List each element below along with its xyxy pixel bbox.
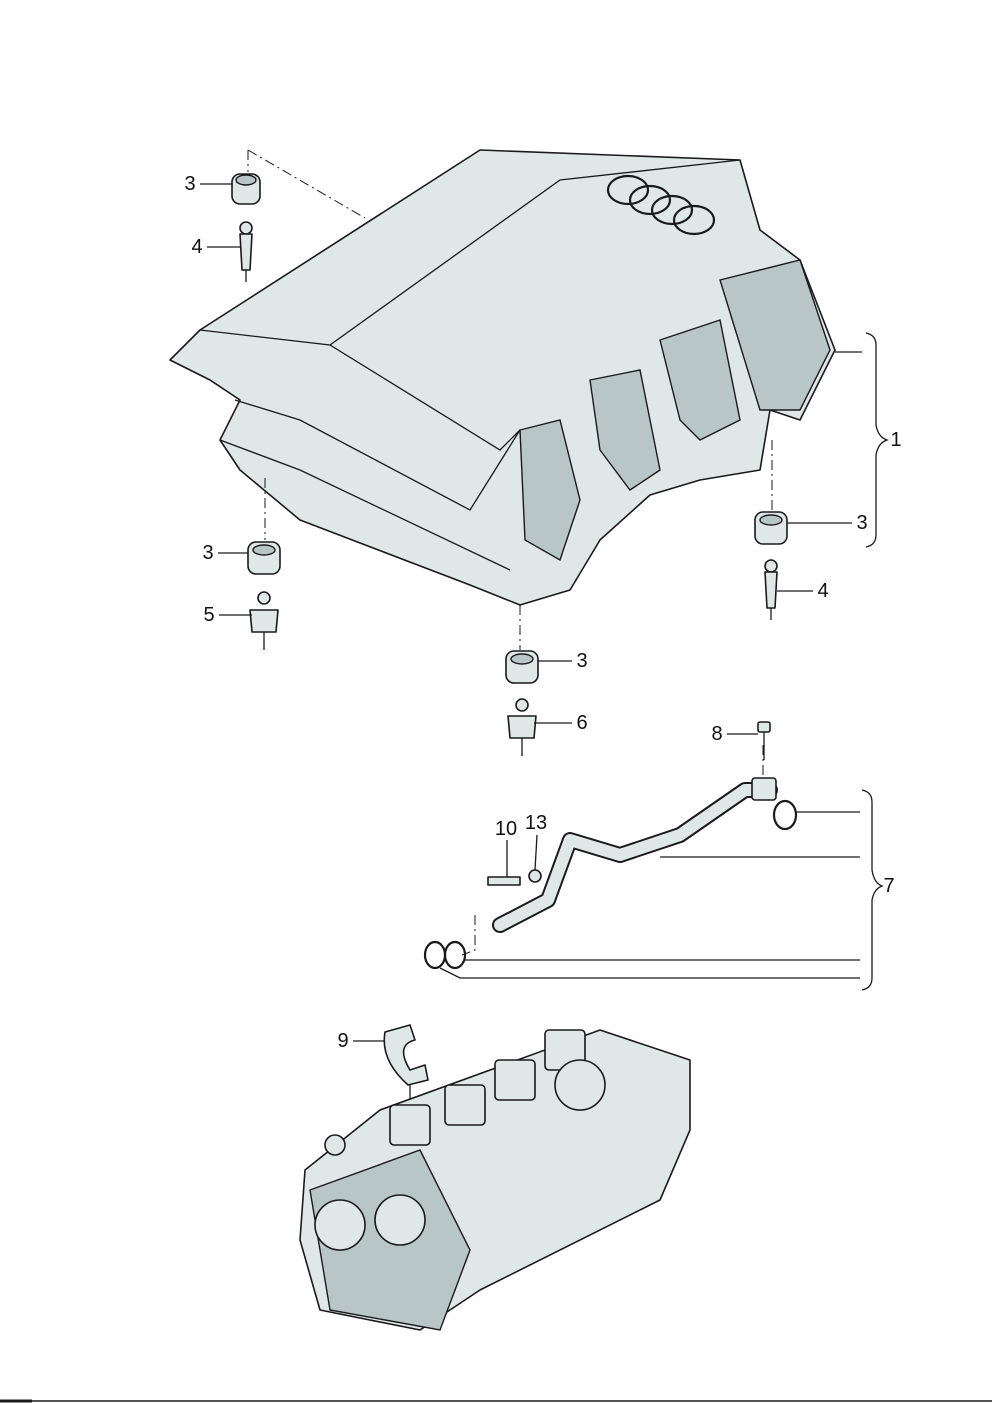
callout-3: 3 — [856, 512, 868, 534]
callout-10: 10 — [494, 818, 518, 840]
ball-stud-6 — [507, 698, 537, 756]
callout-4: 4 — [817, 580, 829, 602]
ball-stud-5 — [249, 591, 279, 650]
callout-13: 13 — [524, 812, 548, 834]
callout-1: 1 — [890, 429, 902, 451]
pipe-assembly — [423, 721, 798, 970]
cylinder-head — [299, 1029, 691, 1331]
callout-3: 3 — [184, 173, 196, 195]
callout-4: 4 — [191, 236, 203, 258]
ball-pin-4a — [239, 221, 253, 282]
grommet-3c — [247, 541, 281, 575]
callout-3: 3 — [202, 542, 214, 564]
grommet-3d — [505, 650, 539, 684]
grommet-3a — [231, 173, 261, 205]
engine-cover — [169, 149, 836, 606]
callout-7: 7 — [883, 875, 895, 897]
callout-3: 3 — [576, 650, 588, 672]
callout-5: 5 — [203, 604, 215, 626]
clip-9 — [383, 1024, 429, 1086]
four-rings-logo — [606, 174, 716, 236]
callout-9: 9 — [337, 1030, 349, 1052]
ball-pin-4b — [764, 559, 778, 620]
grommet-3b — [754, 511, 788, 545]
leader-lines — [200, 183, 890, 1042]
callout-8: 8 — [711, 723, 723, 745]
callout-6: 6 — [576, 712, 588, 734]
